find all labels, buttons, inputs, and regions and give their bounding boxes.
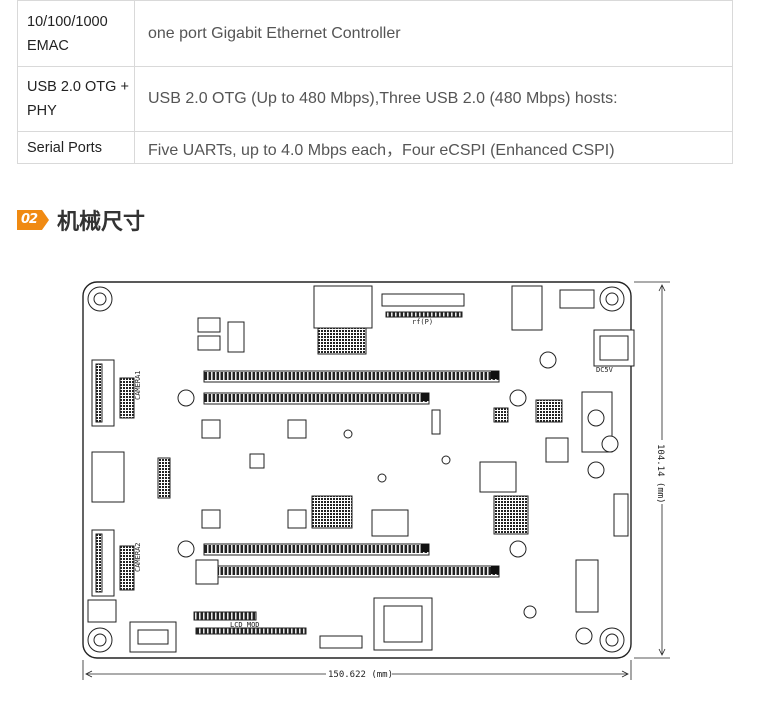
table-row: USB 2.0 OTG + PHY USB 2.0 OTG (Up to 480… bbox=[17, 66, 733, 132]
spec-table: 10/100/1000 EMAC one port Gigabit Ethern… bbox=[17, 0, 733, 164]
lcd-label: LCD_MOD bbox=[230, 621, 260, 629]
rf-label: rf(P) bbox=[412, 318, 433, 326]
spec-value: one port Gigabit Ethernet Controller bbox=[134, 0, 733, 67]
height-dimension bbox=[634, 281, 670, 659]
section-number-badge: 02 bbox=[17, 210, 49, 230]
width-dimension bbox=[82, 660, 632, 680]
table-row: Serial Ports Five UARTs, up to 4.0 Mbps … bbox=[17, 131, 733, 164]
top-connectors bbox=[197, 285, 635, 367]
left-connectors bbox=[87, 359, 177, 653]
spec-key: 10/100/1000 EMAC bbox=[17, 0, 135, 67]
spec-key: USB 2.0 OTG + PHY bbox=[17, 66, 135, 132]
spec-value: Five UARTs, up to 4.0 Mbps each，Four eCS… bbox=[134, 131, 733, 164]
section-title: 机械尺寸 bbox=[57, 210, 146, 235]
spec-key: Serial Ports bbox=[17, 131, 135, 164]
center-chips bbox=[193, 391, 629, 651]
dc-label: DC5V bbox=[596, 366, 614, 374]
camera1-label: CAMERA1 bbox=[134, 370, 142, 400]
table-row: 10/100/1000 EMAC one port Gigabit Ethern… bbox=[17, 0, 733, 67]
camera2-label: CAMERA2 bbox=[134, 542, 142, 572]
badge-number: 02 bbox=[21, 212, 38, 227]
width-dimension-label: 150.622 (mm) bbox=[328, 670, 393, 680]
spec-value: USB 2.0 OTG (Up to 480 Mbps),Three USB 2… bbox=[134, 66, 733, 132]
component-circles bbox=[343, 351, 619, 645]
mounting-holes bbox=[87, 286, 625, 653]
height-dimension-label: 104.14 (mm) bbox=[655, 444, 665, 504]
section-heading: 02 机械尺寸 bbox=[17, 204, 145, 236]
pin-headers bbox=[203, 370, 500, 578]
